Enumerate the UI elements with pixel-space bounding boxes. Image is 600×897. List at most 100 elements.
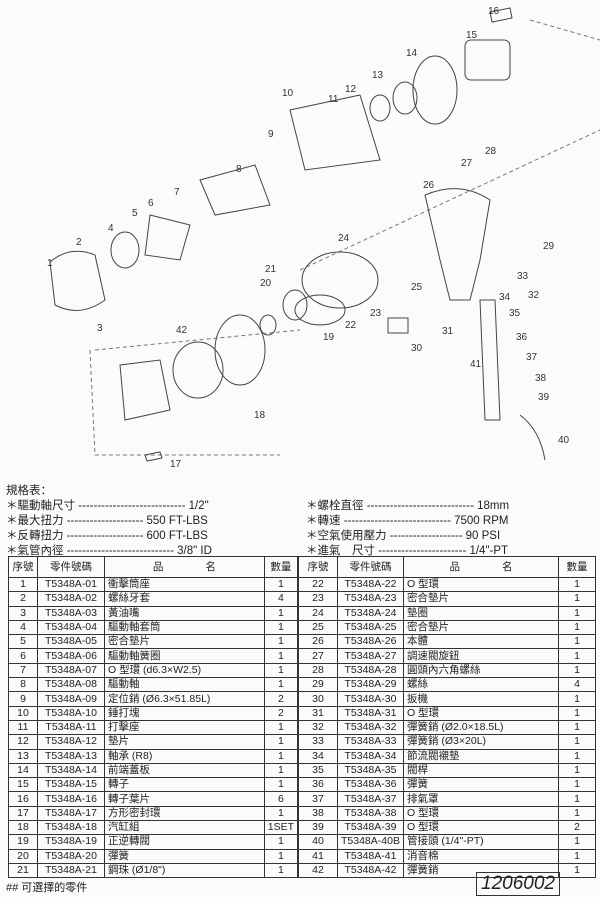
part-callout-41: 41 xyxy=(470,359,482,370)
part-callout-20: 20 xyxy=(260,278,272,289)
part-no: 20 xyxy=(8,848,38,864)
part-number: T5348A-32 xyxy=(337,719,404,736)
quantity: 1 xyxy=(558,734,596,750)
part-name: 螺絲 xyxy=(402,677,560,693)
part-name: 轉子葉片 xyxy=(104,791,265,807)
part-no: 23 xyxy=(298,591,338,607)
part-no: 29 xyxy=(298,677,338,693)
quantity: 1 xyxy=(263,748,299,764)
part-no: 16 xyxy=(8,791,38,807)
quantity: 1 xyxy=(558,605,596,621)
part-callout-3: 3 xyxy=(97,323,103,334)
part-name: 鋼珠 (Ø1/8") xyxy=(104,862,265,879)
part-callout-32: 32 xyxy=(528,290,540,301)
part-callout-27: 27 xyxy=(461,158,473,169)
part-no: 33 xyxy=(298,734,338,750)
part-no: 35 xyxy=(298,762,338,779)
part-number: T5348A-03 xyxy=(37,605,105,621)
part-no: 38 xyxy=(298,805,338,822)
part-name: 驅動軸簧圈 xyxy=(104,648,265,664)
part-no: 39 xyxy=(298,820,338,836)
header-no: 序號 xyxy=(8,556,38,578)
part-name: 彈簧 xyxy=(402,777,560,793)
exploded-diagram-drawing xyxy=(49,7,600,462)
part-no: 6 xyxy=(8,648,38,664)
part-name: O 型環 xyxy=(402,576,560,593)
part-callout-42: 42 xyxy=(176,325,188,336)
quantity: 1 xyxy=(263,734,299,750)
part-no: 17 xyxy=(8,805,38,822)
part-callout-1: 1 xyxy=(47,258,53,269)
part-name: 轉子 xyxy=(104,777,265,793)
header-no: 序號 xyxy=(298,556,338,578)
part-no: 41 xyxy=(298,848,338,864)
quantity: 1 xyxy=(558,762,596,779)
part-name: O 型環 (d6.3×W2.5) xyxy=(104,662,265,679)
quantity: 1 xyxy=(263,619,299,636)
quantity: 1 xyxy=(558,748,596,764)
part-callout-24: 24 xyxy=(338,233,350,244)
part-name: 汽缸組 xyxy=(104,820,265,836)
part-number: T5348A-24 xyxy=(337,605,404,621)
part-number: T5348A-06 xyxy=(37,648,105,664)
part-callout-31: 31 xyxy=(442,326,454,337)
part-no: 26 xyxy=(298,634,338,650)
part-number: T5348A-18 xyxy=(37,820,105,836)
part-no: 32 xyxy=(298,719,338,736)
quantity: 4 xyxy=(263,591,299,607)
part-no: 1 xyxy=(8,576,38,593)
part-callout-6: 6 xyxy=(148,198,154,209)
part-name: 螺絲牙套 xyxy=(104,591,265,607)
part-callout-4: 4 xyxy=(108,223,114,234)
part-number: T5348A-11 xyxy=(37,719,105,736)
part-no: 19 xyxy=(8,834,38,850)
part-callout-13: 13 xyxy=(372,70,384,81)
part-name: 彈簧銷 xyxy=(402,862,560,879)
quantity: 2 xyxy=(558,820,596,836)
part-number: T5348A-15 xyxy=(37,777,105,793)
part-callout-10: 10 xyxy=(282,88,294,99)
part-name: 密合墊片 xyxy=(402,619,560,636)
part-name: 衝擊筒座 xyxy=(104,576,265,593)
quantity: 1 xyxy=(263,719,299,736)
quantity: 1 xyxy=(263,648,299,664)
quantity: 1 xyxy=(263,777,299,793)
part-name: 管接頭 (1/4"-PT) xyxy=(402,834,560,850)
quantity: 1 xyxy=(263,605,299,621)
quantity: 2 xyxy=(263,705,299,721)
part-name: 墊片 xyxy=(104,734,265,750)
part-callout-16: 16 xyxy=(488,6,500,17)
spec-bolt-diameter: ＊螺栓直徑 ---------------------------- 18mm xyxy=(306,500,510,512)
part-name: 驅動軸套筒 xyxy=(104,619,265,636)
quantity: 1 xyxy=(558,777,596,793)
part-name: 黃油嘴 xyxy=(104,605,265,621)
part-callout-25: 25 xyxy=(411,282,423,293)
part-name: 消音棉 xyxy=(402,848,560,864)
part-number: T5348A-28 xyxy=(337,662,404,679)
part-callout-12: 12 xyxy=(345,84,357,95)
part-callout-5: 5 xyxy=(132,208,138,219)
part-callout-39: 39 xyxy=(538,392,550,403)
part-callout-14: 14 xyxy=(406,48,418,59)
part-no: 28 xyxy=(298,662,338,679)
part-no: 2 xyxy=(8,591,38,607)
part-name: 驅動軸 xyxy=(104,677,265,693)
